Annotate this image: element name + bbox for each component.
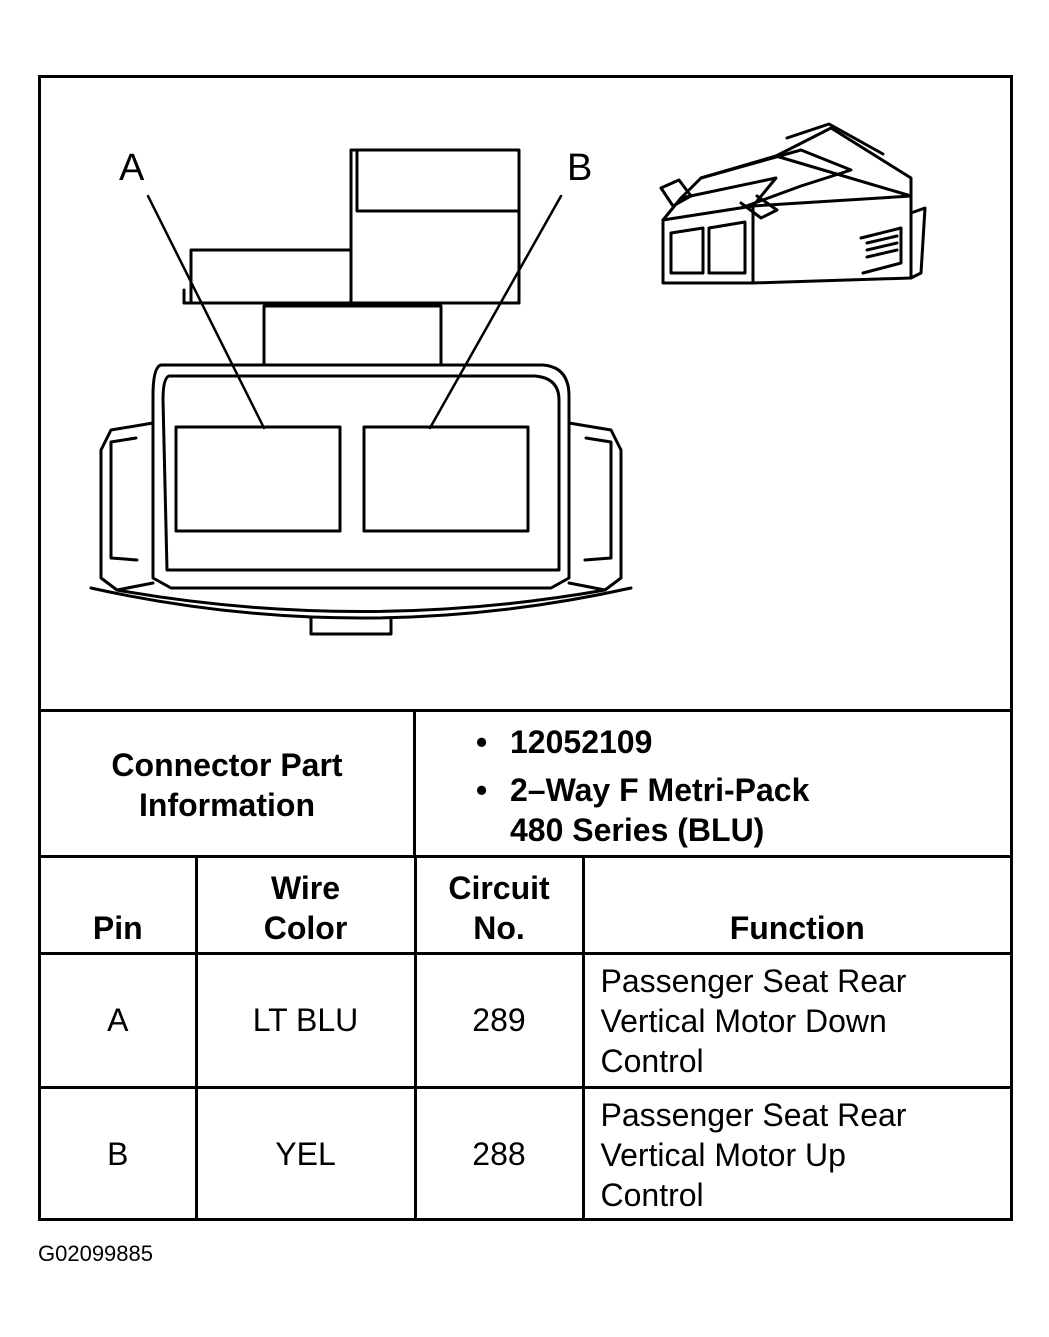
callout-label-b: B: [567, 147, 593, 189]
table-row: B YEL 288 Passenger Seat Rear Vertical M…: [41, 1086, 1010, 1220]
connector-info-label-cell: Connector Part Information: [41, 712, 416, 858]
function-cell: Passenger Seat Rear Vertical Motor Down …: [581, 952, 1010, 1089]
bullet-icon: •: [476, 772, 488, 808]
table-row: A LT BLU 289 Passenger Seat Rear Vertica…: [41, 952, 1010, 1089]
latch-arm: [189, 248, 353, 305]
part-description-line-1: 2–Way F Metri-Pack: [510, 772, 810, 808]
wire-color-cell: YEL: [194, 1086, 417, 1220]
cavity-a: [174, 425, 342, 533]
leader-line-b: [428, 194, 563, 430]
connector-sheet: A B Connector Part Information • 1205210…: [38, 75, 1013, 1221]
cavity-b: [362, 425, 530, 533]
header-pin: Pin: [41, 856, 198, 955]
figure-id: G02099885: [38, 1241, 153, 1266]
connector-info-row: Connector Part Information • 12052109 • …: [41, 709, 1010, 858]
pinout-header-row: Pin Wire Color Circuit No. Function: [41, 856, 1010, 955]
right-side-tab: [567, 421, 623, 592]
header-function: Function: [581, 856, 1010, 955]
connector-body-outer: [151, 363, 571, 590]
callout-label-a: A: [119, 147, 145, 189]
pin-cell: B: [41, 1086, 198, 1220]
bottom-skirt: [89, 586, 633, 620]
connector-face-view: [89, 122, 927, 636]
bottom-key: [309, 616, 393, 636]
wire-color-cell: LT BLU: [194, 952, 417, 1089]
bottom-skirt-inner: [115, 588, 607, 613]
part-description-line-2: 480 Series (BLU): [510, 812, 765, 848]
header-wire-color: Wire Color: [194, 856, 417, 955]
leader-line-a: [146, 194, 266, 430]
pinout-table: Pin Wire Color Circuit No. Function A LT…: [41, 855, 1010, 1220]
header-circuit-no: Circuit No.: [413, 856, 585, 955]
pin-cell: A: [41, 952, 198, 1089]
part-number: 12052109: [510, 724, 653, 760]
connector-body-inner: [161, 374, 561, 572]
right-side-tab-inner: [583, 436, 613, 562]
latch-block: [349, 148, 521, 305]
circuit-no-cell: 289: [413, 952, 585, 1089]
function-cell: Passenger Seat Rear Vertical Motor Up Co…: [581, 1086, 1010, 1220]
connector-info-label: Connector Part Information: [111, 747, 343, 823]
left-side-tab-inner: [109, 436, 139, 562]
latch-block-edge: [355, 148, 521, 213]
connector-diagram: A B: [41, 78, 1010, 709]
latch-neck: [262, 304, 443, 367]
connector-3d-thumbnail: [659, 122, 927, 285]
bullet-icon: •: [476, 724, 488, 760]
connector-info-values-cell: • 12052109 • 2–Way F Metri-Pack 480 Seri…: [416, 712, 1010, 858]
circuit-no-cell: 288: [413, 1086, 585, 1220]
left-side-tab: [99, 421, 155, 592]
